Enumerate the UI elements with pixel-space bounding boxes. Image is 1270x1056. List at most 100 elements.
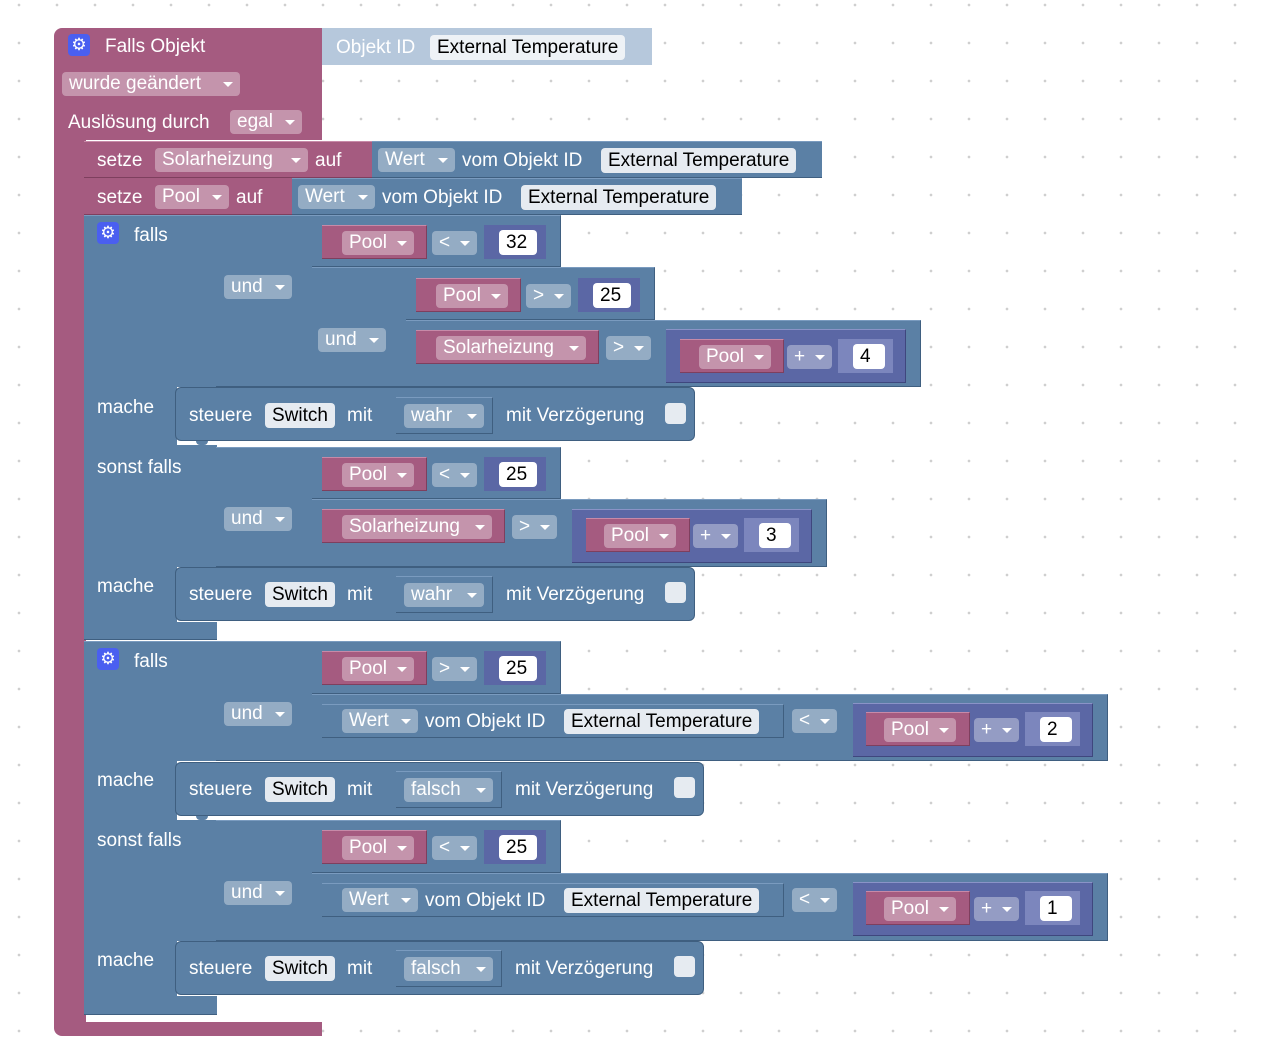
- operator-dropdown[interactable]: <: [432, 463, 477, 487]
- math-operator-dropdown[interactable]: +: [974, 897, 1019, 921]
- number-field[interactable]: 3: [759, 523, 791, 548]
- object-field[interactable]: External Temperature: [564, 888, 760, 913]
- number-field[interactable]: 2: [1040, 717, 1072, 742]
- variable-block-pool[interactable]: [866, 891, 970, 925]
- set-variable-block-1[interactable]: [84, 141, 374, 178]
- delay-checkbox[interactable]: [665, 403, 686, 424]
- and-block-3[interactable]: [216, 447, 313, 567]
- set-variable-block-2[interactable]: [84, 178, 294, 215]
- value-mode-dropdown[interactable]: Wert: [378, 148, 455, 172]
- operator-dropdown[interactable]: >: [526, 284, 571, 308]
- object-field[interactable]: External Temperature: [521, 185, 717, 210]
- variable-dropdown[interactable]: Solarheizung: [155, 148, 308, 172]
- logic-op-dropdown[interactable]: und: [224, 275, 292, 299]
- gear-icon[interactable]: ⚙: [97, 222, 119, 244]
- target-field[interactable]: Switch: [265, 956, 335, 981]
- variable-dropdown[interactable]: Pool: [342, 657, 414, 681]
- to-label: auf: [236, 187, 263, 208]
- if-block-1-elseif: [84, 445, 217, 567]
- trigger-event-block[interactable]: [54, 28, 322, 140]
- variable-block-solarheizung[interactable]: [322, 509, 505, 543]
- boolean-dropdown[interactable]: falsch: [404, 957, 493, 981]
- number-field[interactable]: 1: [1040, 896, 1072, 921]
- operator-dropdown[interactable]: <: [432, 836, 477, 860]
- variable-block-pool[interactable]: [322, 651, 427, 685]
- delay-checkbox[interactable]: [674, 956, 695, 977]
- variable-dropdown[interactable]: Pool: [342, 463, 414, 487]
- math-operator-dropdown[interactable]: +: [974, 718, 1019, 742]
- logic-op-dropdown[interactable]: und: [224, 881, 292, 905]
- logic-op-dropdown[interactable]: und: [318, 328, 386, 352]
- variable-dropdown[interactable]: Pool: [342, 231, 414, 255]
- target-field[interactable]: Switch: [265, 777, 335, 802]
- variable-dropdown[interactable]: Solarheizung: [436, 336, 586, 360]
- boolean-block[interactable]: [396, 950, 502, 987]
- and-block-1[interactable]: [216, 215, 313, 387]
- with-label: mit: [347, 958, 373, 979]
- variable-block-pool[interactable]: [680, 339, 784, 373]
- operator-dropdown[interactable]: >: [512, 515, 557, 539]
- and-block-2[interactable]: [312, 267, 407, 387]
- variable-dropdown[interactable]: Pool: [342, 836, 414, 860]
- trigger-mode-dropdown[interactable]: wurde geändert: [62, 72, 240, 96]
- trigger-event-bottom: [54, 1022, 322, 1036]
- value-mode-dropdown[interactable]: Wert: [298, 185, 375, 209]
- do-label: mache: [97, 950, 155, 971]
- target-field[interactable]: Switch: [265, 403, 335, 428]
- trigger-by-dropdown[interactable]: egal: [230, 110, 302, 134]
- and-block-4[interactable]: [216, 641, 313, 761]
- operator-dropdown[interactable]: >: [432, 657, 477, 681]
- operator-dropdown[interactable]: >: [606, 336, 651, 360]
- variable-dropdown[interactable]: Pool: [884, 718, 956, 742]
- to-label: auf: [315, 150, 342, 171]
- value-mode-dropdown[interactable]: Wert: [342, 709, 418, 733]
- and-block-5[interactable]: [216, 820, 313, 941]
- object-field[interactable]: External Temperature: [601, 148, 797, 173]
- variable-dropdown[interactable]: Pool: [884, 897, 956, 921]
- boolean-dropdown[interactable]: wahr: [404, 404, 484, 428]
- variable-dropdown[interactable]: Pool: [604, 524, 676, 548]
- number-field[interactable]: 32: [499, 230, 537, 255]
- from-object-label: vom Objekt ID: [425, 890, 546, 911]
- target-field[interactable]: Switch: [265, 582, 335, 607]
- operator-dropdown[interactable]: <: [792, 888, 837, 912]
- do-label: mache: [97, 397, 155, 418]
- variable-block-pool[interactable]: [322, 830, 427, 864]
- gear-icon[interactable]: ⚙: [68, 34, 90, 56]
- variable-block-pool[interactable]: [586, 518, 690, 552]
- boolean-dropdown[interactable]: falsch: [404, 778, 493, 802]
- math-operator-dropdown[interactable]: +: [693, 524, 738, 548]
- variable-block-pool[interactable]: [866, 712, 970, 746]
- number-field[interactable]: 25: [499, 656, 537, 681]
- boolean-dropdown[interactable]: wahr: [404, 583, 484, 607]
- delay-label: mit Verzögerung: [506, 405, 645, 426]
- number-field[interactable]: 25: [499, 835, 537, 860]
- variable-dropdown[interactable]: Pool: [436, 284, 508, 308]
- logic-op-dropdown[interactable]: und: [224, 507, 292, 531]
- object-id-field[interactable]: External Temperature: [430, 35, 626, 60]
- variable-block-pool[interactable]: [322, 225, 427, 259]
- if-label: falls: [134, 651, 168, 672]
- variable-block-pool[interactable]: [322, 457, 427, 491]
- object-field[interactable]: External Temperature: [564, 709, 760, 734]
- number-field[interactable]: 4: [853, 344, 885, 369]
- control-label: steuere: [189, 405, 253, 426]
- number-field[interactable]: 25: [593, 283, 631, 308]
- delay-label: mit Verzögerung: [515, 779, 654, 800]
- set-label: setze: [97, 187, 143, 208]
- variable-dropdown[interactable]: Pool: [155, 185, 229, 209]
- operator-dropdown[interactable]: <: [792, 709, 837, 733]
- logic-op-dropdown[interactable]: und: [224, 702, 292, 726]
- operator-dropdown[interactable]: <: [432, 231, 477, 255]
- variable-block-solarheizung[interactable]: [416, 330, 599, 364]
- variable-block-pool[interactable]: [416, 278, 521, 312]
- delay-checkbox[interactable]: [665, 582, 686, 603]
- variable-dropdown[interactable]: Pool: [699, 345, 771, 369]
- value-mode-dropdown[interactable]: Wert: [342, 888, 418, 912]
- gear-icon[interactable]: ⚙: [97, 648, 119, 670]
- variable-dropdown[interactable]: Solarheizung: [342, 515, 492, 539]
- block-connector: [196, 816, 208, 820]
- math-operator-dropdown[interactable]: +: [787, 345, 832, 369]
- number-field[interactable]: 25: [499, 462, 537, 487]
- delay-checkbox[interactable]: [674, 777, 695, 798]
